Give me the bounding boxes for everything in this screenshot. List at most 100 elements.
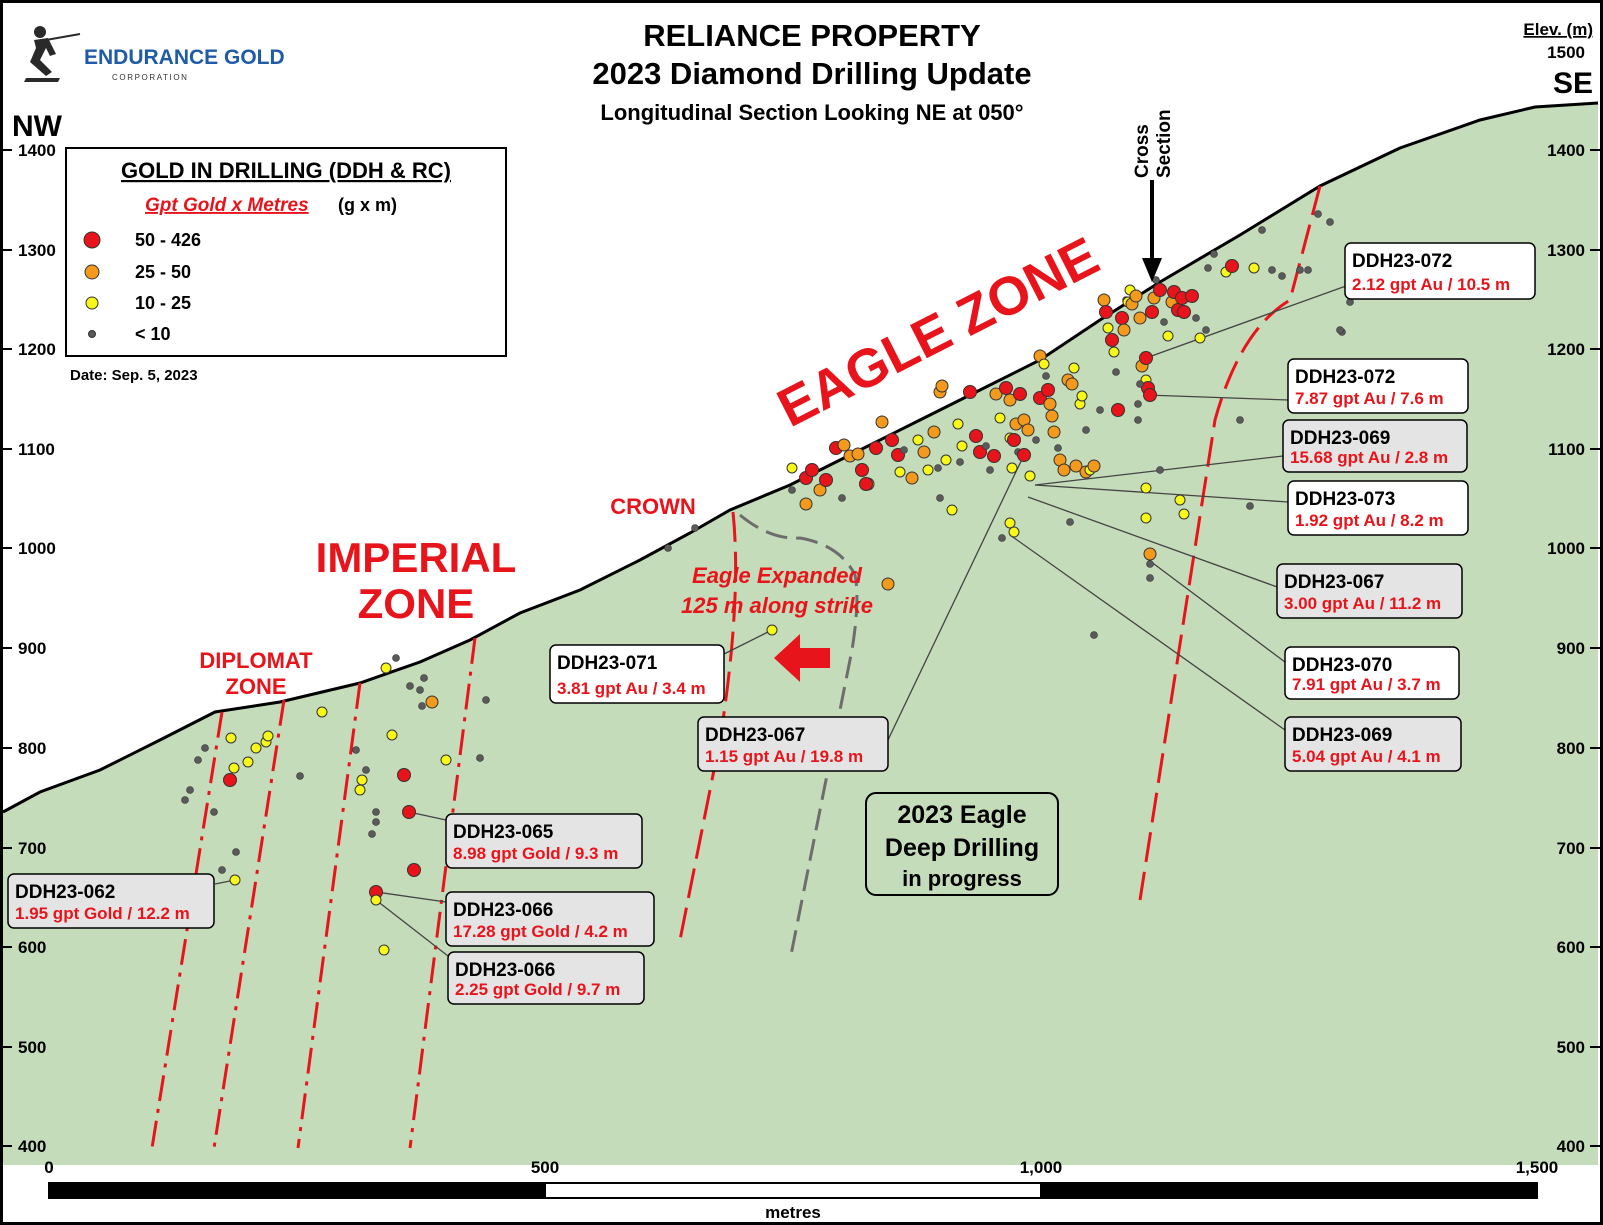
drill-intercept-dot <box>1004 517 1016 529</box>
drill-intercept-dot <box>922 464 934 476</box>
x-tick-label: 500 <box>531 1158 559 1177</box>
right-tick-label: 600 <box>1557 938 1585 957</box>
drill-intercept-dot <box>1258 226 1266 234</box>
drill-intercept-dot <box>917 445 931 459</box>
drill-intercept-dot <box>354 784 366 796</box>
cross-section-marker: Cross Section <box>1132 109 1175 282</box>
diplomat-zone-label-2: ZONE <box>225 674 286 699</box>
drill-intercept-dot <box>1140 482 1152 494</box>
drill-intercept-dot <box>352 746 360 754</box>
drill-intercept-dot <box>201 744 209 752</box>
drill-intercept-dot <box>406 682 414 690</box>
title-line-1: RELIANCE PROPERTY <box>643 18 981 53</box>
logo-name: ENDURANCE GOLD <box>84 46 285 69</box>
drill-intercept-dot <box>1013 387 1027 401</box>
legend-item-label: < 10 <box>135 324 171 344</box>
drill-intercept-dot <box>242 756 254 768</box>
left-tick-label: 1200 <box>18 340 56 359</box>
drill-intercept-dot <box>999 381 1013 395</box>
drill-intercept-dot <box>372 808 380 816</box>
drill-intercept-dot <box>1140 512 1152 524</box>
left-tick-label: 1400 <box>18 141 56 160</box>
callout-hole-id: DDH23-069 <box>1292 725 1392 746</box>
callout-box <box>697 716 889 772</box>
drill-intercept-dot <box>1248 262 1260 274</box>
eagle-expanded-label-2: 125 m along strike <box>681 593 873 618</box>
drill-intercept-dot <box>1136 380 1144 388</box>
drill-intercept-dot <box>1246 502 1254 510</box>
drill-intercept-dot <box>1003 393 1017 407</box>
drill-intercept-dot <box>402 805 416 819</box>
deep-drilling-line-2: Deep Drilling <box>885 834 1039 862</box>
drill-intercept-dot <box>392 654 400 662</box>
cross-label-1: Cross <box>1132 124 1153 178</box>
callout-box <box>1284 646 1460 700</box>
drill-intercept-dot <box>851 447 865 461</box>
drill-intercept-dot <box>799 497 813 511</box>
drill-intercept-dot <box>1117 323 1131 337</box>
logo-sub: CORPORATION <box>112 73 189 82</box>
drill-intercept-dot <box>228 762 240 774</box>
drill-intercept-dot <box>1045 409 1059 423</box>
deep-drilling-line-1: 2023 Eagle <box>897 801 1026 829</box>
legend-swatch <box>83 231 101 249</box>
callout-intercept: 17.28 gpt Gold / 4.2 m <box>453 922 628 941</box>
right-tick-label: 1000 <box>1547 539 1585 558</box>
drill-intercept-dot <box>786 462 798 474</box>
topography-line <box>2 101 1599 814</box>
drill-intercept-dot <box>805 463 819 477</box>
legend: GOLD IN DRILLING (DDH & RC) Gpt Gold x M… <box>65 147 507 357</box>
callout-intercept: 1.15 gpt Au / 19.8 m <box>705 747 863 766</box>
drill-intercept-dot <box>1066 518 1074 526</box>
drill-intercept-dot <box>316 706 328 718</box>
callout-hole-id: DDH23-069 <box>1290 428 1390 449</box>
drill-intercept-dot <box>1160 318 1168 326</box>
callout-hole-id: DDH23-067 <box>1284 572 1384 593</box>
drill-intercept-dot <box>1225 259 1239 273</box>
drill-intercept-dot <box>1021 423 1035 437</box>
callout-box <box>1284 716 1462 772</box>
callout-intercept: 3.00 gpt Au / 11.2 m <box>1284 594 1441 613</box>
scale-bar: metres <box>48 1182 1538 1222</box>
drill-intercept-dot <box>940 454 952 466</box>
drill-intercept-dot <box>1156 466 1164 474</box>
callout-hole-id: DDH23-071 <box>557 653 658 674</box>
ground-surface <box>3 103 1598 1165</box>
left-tick-label: 1000 <box>18 539 56 558</box>
callout-box <box>1276 563 1463 619</box>
callout-box <box>445 891 655 947</box>
drill-intercept-dot <box>1236 416 1244 424</box>
right-tick-label: 700 <box>1557 839 1585 858</box>
right-tick-label: 1500 <box>1547 43 1585 62</box>
drill-intercept-dot <box>418 702 426 710</box>
drill-intercept-dot <box>1024 470 1036 482</box>
drill-intercept-dot <box>378 944 390 956</box>
drill-intercept-dot <box>218 866 226 874</box>
drill-intercept-dot <box>1143 547 1157 561</box>
drill-intercept-dot <box>1105 333 1119 347</box>
drill-intercept-dot <box>262 730 274 742</box>
drill-intercept-dot <box>1304 266 1312 274</box>
drill-intercept-dot <box>1133 311 1147 325</box>
drill-intercept-dot <box>1099 305 1113 319</box>
drill-intercept-dot <box>875 415 889 429</box>
callout-box <box>1287 480 1469 536</box>
drill-intercept-dot <box>1204 264 1212 272</box>
drill-intercept-dot <box>368 830 376 838</box>
drill-intercept-dot <box>691 524 699 532</box>
drill-intercept-dot <box>416 686 424 694</box>
drill-intercept-dot <box>1194 332 1206 344</box>
drill-intercept-dot <box>936 494 944 502</box>
drill-intercept-dot <box>894 466 906 478</box>
drill-intercept-dot <box>1017 448 1031 462</box>
left-tick-label: 600 <box>18 938 46 957</box>
drill-intercept-dot <box>664 544 672 552</box>
drill-intercept-dot <box>229 874 241 886</box>
drill-intercept-dot <box>1145 305 1159 319</box>
drill-intercept-dot <box>927 425 941 439</box>
drill-intercept-dot <box>987 449 1001 463</box>
drill-intercept-dot <box>1047 425 1061 439</box>
